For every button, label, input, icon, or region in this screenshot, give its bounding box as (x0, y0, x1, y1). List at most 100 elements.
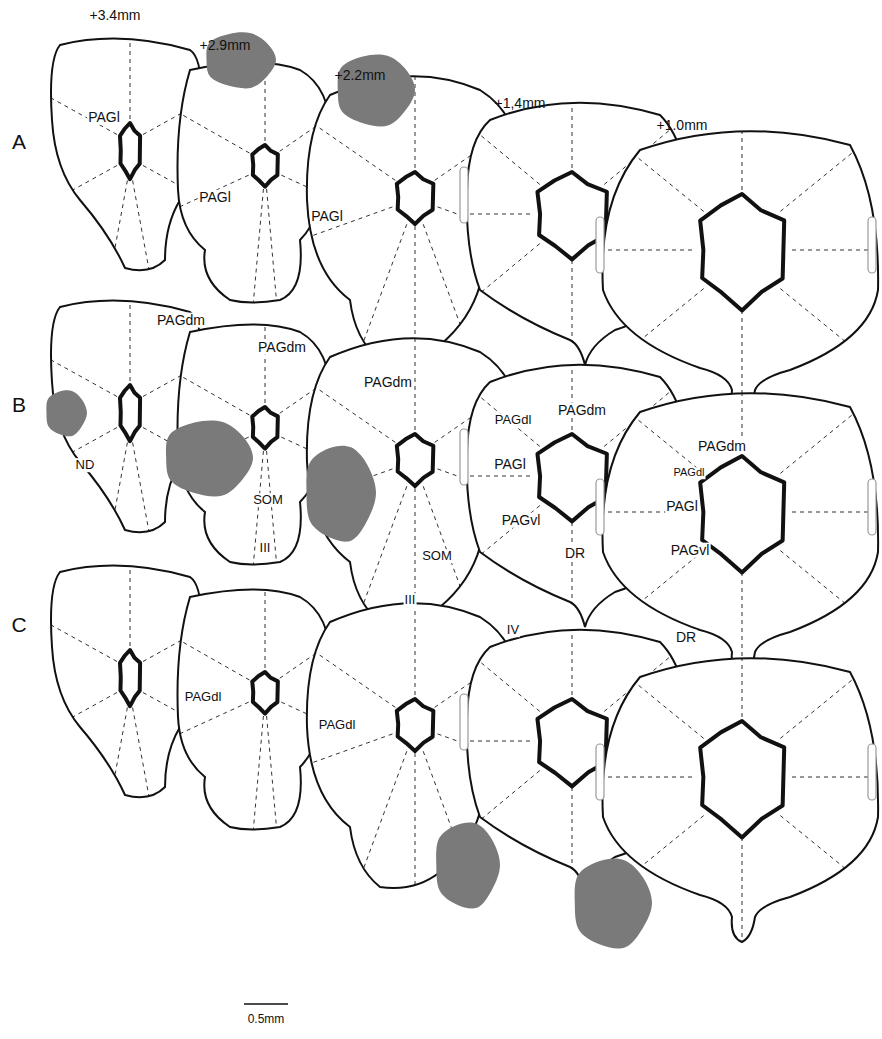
section-level: +1.0mm (656, 118, 709, 133)
lateral-mark (460, 429, 468, 485)
region-boundary (436, 816, 704, 1035)
region-boundary (0, 702, 249, 861)
aqueduct (397, 172, 434, 224)
region-label: PAGvl (670, 543, 711, 558)
region-label: PAGl (310, 209, 344, 224)
region-boundary (780, 0, 882, 211)
region-boundary (415, 59, 416, 430)
lesion-site (575, 859, 652, 949)
region-label: ND (75, 458, 96, 472)
lesion-site (436, 823, 500, 909)
region-boundary (0, 212, 117, 397)
region-boundary (230, 716, 263, 1039)
region-boundary (572, 787, 573, 1039)
brain-section (172, 341, 882, 1039)
region-boundary (436, 0, 704, 211)
region-boundary (172, 214, 530, 215)
lesion-site (166, 420, 253, 496)
scale-bar (244, 1003, 288, 1005)
region-boundary (572, 341, 573, 695)
region-boundary (342, 250, 692, 251)
region-boundary (436, 520, 704, 739)
lateral-mark (868, 744, 876, 800)
region-boundary (266, 771, 540, 999)
region-label: PAGdm (557, 403, 607, 418)
brain-section (172, 0, 882, 614)
region-boundary (780, 520, 882, 739)
lateral-mark (596, 744, 604, 800)
section-level: +1,4mm (494, 96, 547, 111)
lesion-site (338, 54, 415, 126)
panel-letter: C (10, 614, 27, 636)
region-label: PAGdm (257, 340, 307, 355)
region-label: DR (675, 630, 697, 645)
region-boundary (742, 837, 743, 1039)
aqueduct (252, 407, 278, 449)
section-level: +2.9mm (199, 38, 252, 53)
panel-letter: A (11, 131, 27, 153)
region-boundary (742, 0, 743, 190)
scale-label: 0.5mm (247, 1013, 286, 1026)
region-boundary (172, 741, 530, 742)
region-label: PAGl (198, 190, 232, 205)
section-outline (602, 393, 878, 677)
region-boundary (266, 219, 540, 447)
region-boundary (415, 753, 416, 1039)
region-boundary (0, 477, 117, 662)
region-boundary (572, 0, 573, 168)
aqueduct (120, 650, 140, 706)
lateral-mark (868, 217, 876, 273)
region-boundary (61, 708, 128, 1039)
aqueduct (700, 194, 784, 310)
region-label: PAGvl (501, 513, 542, 528)
region-boundary (39, 734, 392, 861)
region-label: PAGdm (697, 439, 747, 454)
region-boundary (742, 112, 743, 452)
region-boundary (0, 492, 249, 680)
region-boundary (342, 777, 692, 778)
section-level: +3.4mm (89, 8, 142, 23)
region-boundary (266, 484, 540, 712)
region-boundary (130, 12, 131, 381)
region-boundary (780, 816, 882, 1035)
region-boundary (572, 76, 573, 430)
lateral-mark (596, 217, 604, 273)
region-boundary (742, 377, 743, 717)
aqueduct (397, 434, 434, 486)
brain-section (342, 377, 882, 1039)
aqueduct (252, 145, 278, 187)
region-label: PAGl (665, 499, 699, 514)
region-label: SOM (252, 493, 284, 507)
region-boundary (267, 716, 300, 1039)
lesion-site (46, 390, 87, 436)
region-label: III (404, 593, 417, 607)
aqueduct (700, 721, 784, 837)
region-label: PAGdl (184, 690, 223, 704)
region-label: PAGl (87, 110, 121, 125)
lateral-mark (596, 479, 604, 535)
region-boundary (0, 227, 249, 415)
region-label: PAGdl (673, 467, 706, 479)
region-label: PAGdl (318, 718, 357, 732)
aqueduct (120, 385, 140, 441)
region-boundary (415, 324, 416, 695)
aqueduct (397, 699, 434, 751)
region-label: PAGl (493, 457, 527, 472)
lateral-mark (460, 694, 468, 750)
region-boundary (87, 230, 395, 443)
aqueduct (700, 456, 784, 572)
section-level: +2.2mm (334, 68, 387, 83)
region-boundary (130, 277, 131, 646)
region-boundary (266, 0, 540, 184)
region-label: IV (506, 623, 520, 637)
region-label: PAGdm (156, 313, 206, 328)
region-boundary (278, 751, 407, 1039)
region-label: PAGdl (494, 413, 533, 427)
region-boundary (415, 0, 416, 168)
region-label: DR (564, 546, 586, 561)
lateral-mark (460, 167, 468, 223)
region-boundary (436, 255, 704, 474)
